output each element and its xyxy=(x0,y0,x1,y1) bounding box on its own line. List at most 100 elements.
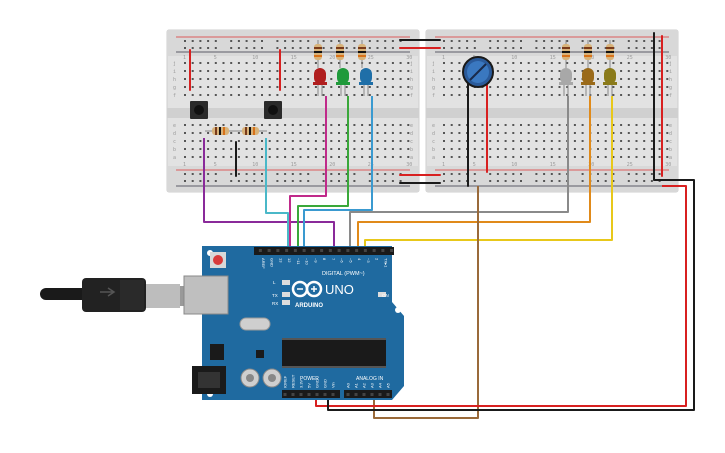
header-pin[interactable] xyxy=(390,249,394,252)
pin-label: A5 xyxy=(386,382,391,388)
header-pin[interactable] xyxy=(320,249,324,252)
row-letter: e xyxy=(173,123,176,129)
pin-label: 2 xyxy=(375,258,380,261)
pushbutton-right[interactable] xyxy=(264,101,282,119)
header-pin[interactable] xyxy=(307,393,311,396)
digital-header-label: DIGITAL (PWM~) xyxy=(322,271,365,277)
row-letter: b xyxy=(669,147,672,153)
on-label: ON xyxy=(382,293,389,298)
header-pin[interactable] xyxy=(372,249,376,252)
row-letter: c xyxy=(173,139,176,145)
header-pin[interactable] xyxy=(328,249,332,252)
pin-label: Vin xyxy=(331,382,336,388)
header-pin[interactable] xyxy=(299,393,303,396)
pin-label: RESET xyxy=(291,374,296,388)
column-number: 20 xyxy=(329,162,335,168)
pin-label: AREF xyxy=(261,258,266,269)
wire-purple xyxy=(203,138,335,252)
analog-label: ANALOG IN xyxy=(356,376,384,382)
green-led xyxy=(336,68,350,96)
pin-label: 12 xyxy=(287,258,292,263)
pin-label: ~10 xyxy=(305,258,310,266)
pin-label: GND xyxy=(315,379,320,388)
row-letter: h xyxy=(669,77,672,83)
row-letter: b xyxy=(432,147,435,153)
header-pin[interactable] xyxy=(337,249,341,252)
pin-label: GND xyxy=(270,258,275,267)
header-pin[interactable] xyxy=(386,393,390,396)
row-letter: a xyxy=(173,155,176,161)
header-pin[interactable] xyxy=(346,393,350,396)
header-pin[interactable] xyxy=(378,393,382,396)
row-letter: e xyxy=(432,123,435,129)
column-number: 15 xyxy=(550,162,556,168)
pin-label: ~6 xyxy=(340,258,345,263)
column-number: 25 xyxy=(627,55,633,61)
column-number: 5 xyxy=(214,162,217,168)
pin-label: 8 xyxy=(322,258,327,261)
wire-green xyxy=(297,96,349,252)
atmega-chip xyxy=(282,340,386,366)
header-pin[interactable] xyxy=(311,249,315,252)
column-number: 5 xyxy=(214,55,217,61)
header-pin[interactable] xyxy=(258,249,262,252)
row-letter: b xyxy=(173,147,176,153)
wire-blue xyxy=(303,96,373,252)
header-pin[interactable] xyxy=(302,249,306,252)
header-pin[interactable] xyxy=(283,393,287,396)
row-letter: i xyxy=(410,69,413,75)
header-pin[interactable] xyxy=(355,249,359,252)
wire-orange xyxy=(357,96,591,252)
header-pin[interactable] xyxy=(291,393,295,396)
wire-cyan xyxy=(265,138,289,252)
header-pin[interactable] xyxy=(354,393,358,396)
header-pin[interactable] xyxy=(285,249,289,252)
row-letter: g xyxy=(669,85,672,91)
pushbutton-left[interactable] xyxy=(190,101,208,119)
l-label: L xyxy=(273,280,276,285)
wire-gray xyxy=(349,96,569,252)
power-label: POWER xyxy=(300,376,319,382)
pin-label: A0 xyxy=(346,382,351,388)
column-number: 25 xyxy=(368,162,374,168)
usb-socket[interactable] xyxy=(183,275,229,315)
column-number: 20 xyxy=(329,55,335,61)
column-number: 30 xyxy=(665,55,671,61)
column-number: 30 xyxy=(665,162,671,168)
column-number: 10 xyxy=(511,162,517,168)
wire-magenta xyxy=(289,96,327,252)
rx-label: RX xyxy=(272,301,278,306)
column-number: 1 xyxy=(442,162,445,168)
header-pin[interactable] xyxy=(331,393,335,396)
header-pin[interactable] xyxy=(362,393,366,396)
column-number: 10 xyxy=(252,162,258,168)
potentiometer[interactable] xyxy=(462,56,494,88)
row-letter: f xyxy=(669,93,672,99)
header-pin[interactable] xyxy=(267,249,271,252)
reset-button[interactable] xyxy=(210,252,226,268)
pin-label: ~9 xyxy=(313,258,318,263)
pin-label: A2 xyxy=(362,382,367,388)
header-pin[interactable] xyxy=(293,249,297,252)
header-pin[interactable] xyxy=(323,393,327,396)
header-pin[interactable] xyxy=(363,249,367,252)
header-pin[interactable] xyxy=(315,393,319,396)
header-pin[interactable] xyxy=(276,249,280,252)
row-letter: d xyxy=(410,131,413,137)
column-number: 1 xyxy=(183,162,186,168)
header-pin[interactable] xyxy=(370,393,374,396)
pin-label: RX◂0 xyxy=(392,258,397,269)
resistor-button-1 xyxy=(205,127,236,135)
row-letter: g xyxy=(432,85,435,91)
header-pin[interactable] xyxy=(346,249,350,252)
column-number: 10 xyxy=(511,55,517,61)
header-pin[interactable] xyxy=(381,249,385,252)
column-number: 30 xyxy=(406,162,412,168)
column-number: 15 xyxy=(291,55,297,61)
usb-cable xyxy=(40,278,184,312)
row-letter: e xyxy=(669,123,672,129)
